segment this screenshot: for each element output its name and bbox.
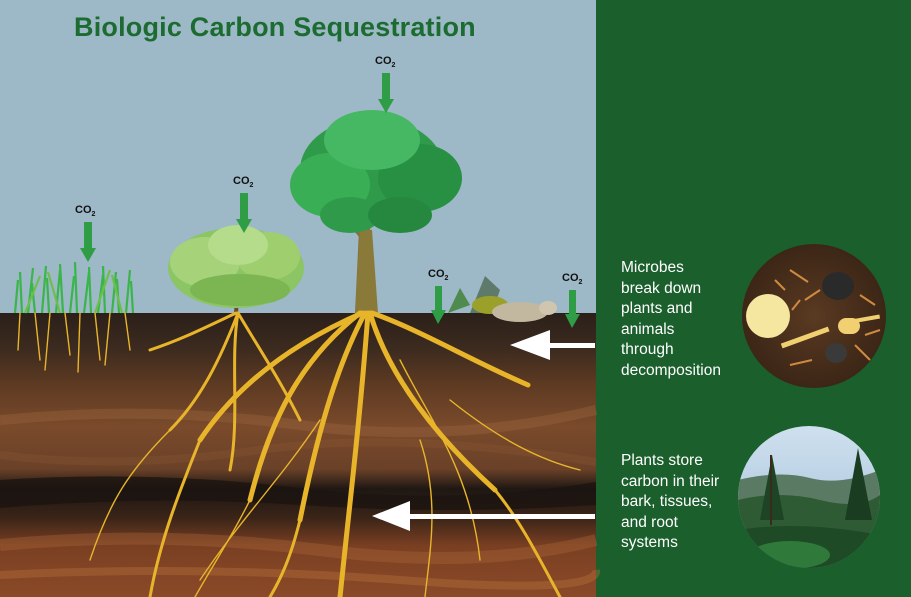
co2-label: CO2: [375, 55, 396, 70]
caption-line: Microbes: [621, 259, 684, 276]
soil-cross-section: [0, 313, 596, 597]
caption-line: systems: [621, 534, 678, 551]
co2-label: CO2: [562, 272, 583, 287]
co2-down-arrow-icon: [80, 222, 96, 262]
diagram-title: Biologic Carbon Sequestration: [74, 12, 476, 42]
caption-line: carbon in their: [621, 472, 720, 490]
co2-down-arrow-icon: [236, 193, 252, 233]
left-arrow-icon: [510, 330, 595, 360]
co2-down-arrow-icon: [431, 286, 446, 324]
storage-caption: Plants store carbon in their bark, tissu…: [621, 451, 751, 554]
co2-label: CO2: [75, 204, 96, 219]
roots: [17, 310, 581, 597]
caption-line: animals: [621, 320, 675, 338]
surface-litter: [448, 276, 557, 322]
left-arrow-icon: [372, 501, 595, 531]
co2-label: CO2: [428, 268, 449, 283]
caption-line: and root: [621, 513, 678, 531]
co2-down-arrow-icon: [378, 73, 394, 113]
co2-label: CO2: [233, 175, 254, 190]
tree: [290, 110, 462, 318]
caption-line: Plants store: [621, 452, 703, 469]
caption-line: decomposition: [621, 361, 721, 379]
caption-line: plants and: [621, 300, 693, 317]
co2-down-arrow-icon: [565, 290, 580, 328]
grass: [13, 261, 135, 314]
caption-line: through: [621, 341, 674, 358]
microbes-circle-icon: [742, 244, 886, 388]
decomposition-caption: Microbes break down plants and animals t…: [621, 258, 751, 381]
caption-line: bark, tissues,: [621, 493, 713, 510]
co2-arrows: [80, 73, 580, 328]
caption-line: break down: [621, 279, 702, 297]
forest-circle-icon: [738, 426, 880, 568]
shrub: [168, 225, 304, 314]
